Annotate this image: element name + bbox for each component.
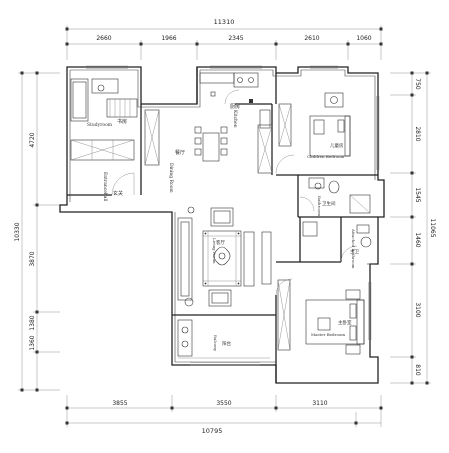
dimension-bottom: 3855 3550 3110 10795 (65, 395, 383, 435)
dim-left-seg-1: 4720 (29, 132, 36, 147)
dim-left-seg-4: 1360 (29, 335, 36, 350)
dimension-top: 11310 2660 1966 2345 2610 1060 (65, 18, 383, 60)
kitchen-area: 厨房 Kitchen (199, 72, 273, 174)
attached-bathroom: 主卫 Attached Bathroom (302, 221, 372, 269)
bathroom-label-zh: 卫生间 (322, 200, 336, 207)
dim-bottom-seg-2: 3550 (216, 400, 231, 407)
children-bedroom: 儿童房 Children Bedroom (275, 92, 351, 174)
entrance-label-zh: 玄关 (113, 190, 123, 197)
dim-left-total: 10330 (14, 222, 21, 241)
living-label-zh: 客厅 (216, 239, 225, 246)
balcony: 阳台 Balcony (177, 319, 231, 357)
dimension-right: 750 2810 1545 1460 3100 810 11065 (390, 71, 436, 385)
windows (86, 65, 380, 366)
dim-right-seg-1: 750 (414, 78, 421, 90)
attached-label-en: Attached Bathroom (351, 228, 356, 269)
dim-top-seg-4: 2610 (304, 35, 319, 42)
dining-label-zh: 餐厅 (175, 149, 185, 156)
dim-left-seg-2: 3870 (29, 251, 36, 266)
dim-right-seg-2: 2810 (414, 126, 421, 141)
study-label-zh: 书房 (117, 118, 127, 125)
dim-top-total: 11310 (214, 18, 235, 26)
dim-right-seg-5: 3100 (414, 302, 421, 317)
living-label-en: Living Room (212, 238, 217, 264)
dim-top-seg-5: 1060 (356, 35, 371, 42)
dim-right-total: 11065 (429, 218, 436, 237)
dim-top-seg-2: 1966 (161, 35, 176, 42)
master-label-en: Master Bedroom (311, 332, 345, 337)
entrance-label-en: Entrancehall (102, 172, 108, 202)
exterior-walls (59, 66, 385, 384)
entrance-hall: 玄关 Entrancehall (102, 172, 123, 202)
dim-bottom-seg-3: 3110 (312, 400, 327, 407)
attached-label-zh: 主卫 (350, 248, 359, 255)
balcony-label-zh: 阳台 (222, 340, 231, 347)
kitchen-label-en: Kitchen (232, 110, 238, 128)
dim-bottom-seg-1: 3855 (112, 400, 127, 407)
bathroom: 卫生间 Bathroom (299, 177, 371, 216)
dim-left-seg-3: 1380 (29, 315, 36, 330)
living-room: 客厅 Living Room (177, 206, 272, 307)
study-label-en: Studyroom (87, 122, 113, 128)
dining-label-en: Dining Room (168, 163, 174, 193)
master-label-zh: 主卧室 (338, 319, 352, 326)
dining-area: 餐厅 Dining Room (144, 109, 228, 193)
dim-right-seg-3: 1545 (414, 187, 421, 202)
balcony-label-en: Balcony (213, 335, 218, 352)
dim-right-seg-6: 810 (414, 364, 421, 376)
dimension-left: 10330 4720 3870 1380 1360 (14, 71, 60, 392)
master-bedroom: 主卧室 Master Bedroom (275, 278, 365, 355)
dim-top-seg-3: 2345 (228, 35, 243, 42)
dim-top-seg-1: 2660 (96, 35, 111, 42)
kitchen-label-zh: 厨房 (230, 103, 240, 110)
childrens-label-en: Children Bedroom (307, 154, 344, 159)
bathroom-label-en: Bathroom (317, 196, 322, 216)
dim-bottom-total: 10795 (202, 427, 223, 435)
study-room: 书房 Studyroom (70, 78, 138, 196)
dim-right-seg-4: 1460 (414, 232, 421, 247)
childrens-label-zh: 儿童房 (330, 142, 344, 149)
